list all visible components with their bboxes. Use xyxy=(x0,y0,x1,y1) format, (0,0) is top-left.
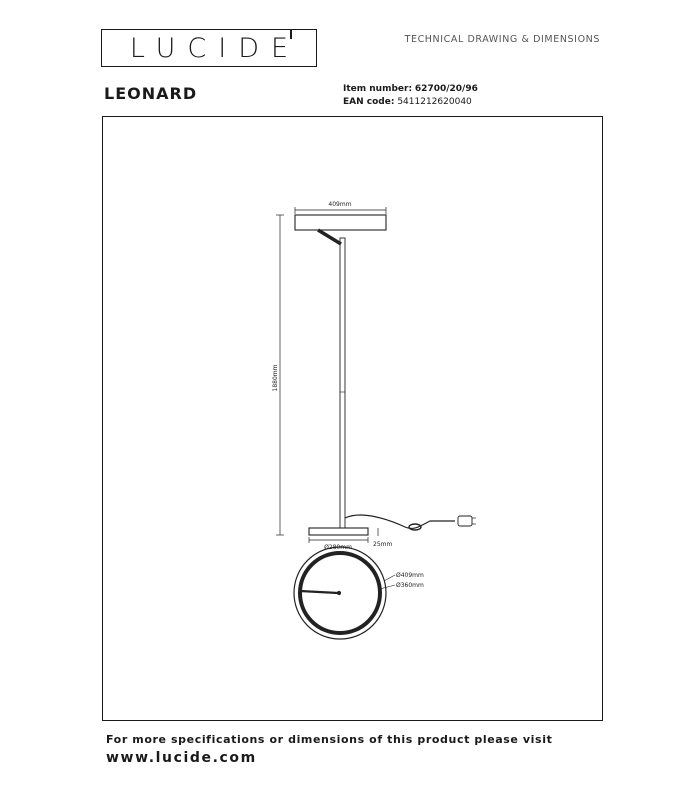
plug xyxy=(457,515,473,527)
ean-value: 5411212620040 xyxy=(397,97,472,107)
footer-text: For more specifications or dimensions of… xyxy=(106,733,553,746)
power-cable xyxy=(344,514,455,530)
lamp-head xyxy=(294,214,387,231)
item-number-row: Item number: 62700/20/96 xyxy=(343,83,478,96)
item-number-value: 62700/20/96 xyxy=(414,84,478,94)
dim-height: 1880mm xyxy=(272,364,279,391)
brand-logo: LUCIDE xyxy=(101,29,317,67)
document-type: TECHNICAL DRAWING & DIMENSIONS xyxy=(404,34,600,45)
lamp-pole xyxy=(339,237,346,529)
cable-switch xyxy=(408,523,422,531)
product-name: LEONARD xyxy=(104,84,198,103)
item-number-label: Item number: xyxy=(343,84,413,94)
logo-text: LUCIDE xyxy=(129,32,301,64)
lamp-arm xyxy=(317,228,342,246)
dim-head-width: 409mm xyxy=(328,201,351,208)
footer-url-link[interactable]: www.lucide.com xyxy=(106,750,257,766)
logo-tick xyxy=(290,29,292,39)
top-view-arm xyxy=(299,589,339,595)
lamp-base xyxy=(308,527,369,536)
top-view-outer xyxy=(293,546,387,640)
top-view-inner xyxy=(298,551,382,635)
drawing-frame xyxy=(102,116,603,721)
dim-top-outer: Ø409mm xyxy=(396,572,424,579)
dim-base-thickness: 25mm xyxy=(373,541,392,548)
product-meta: Item number: 62700/20/96 EAN code: 54112… xyxy=(343,83,478,109)
dim-top-inner: Ø360mm xyxy=(396,582,424,589)
ean-label: EAN code: xyxy=(343,97,395,107)
dim-base-diameter: Ø280mm xyxy=(324,544,352,551)
ean-row: EAN code: 5411212620040 xyxy=(343,96,478,109)
